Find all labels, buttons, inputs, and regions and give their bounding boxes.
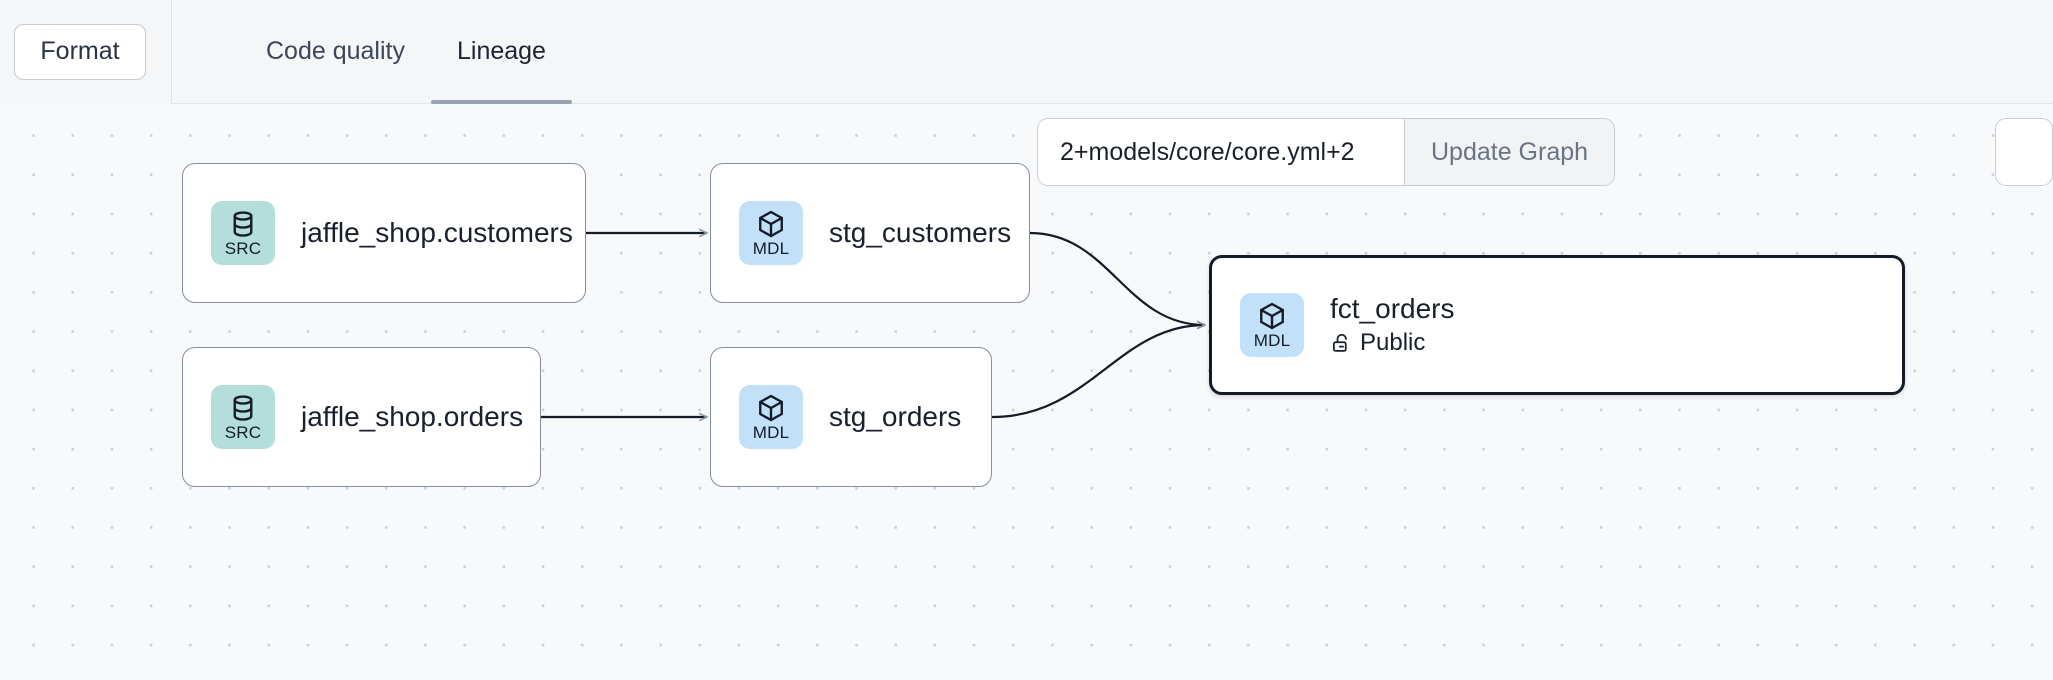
tab-code-quality[interactable]: Code quality [266,37,405,65]
node-title: jaffle_shop.customers [301,216,573,248]
lineage-node-fct-orders[interactable]: MDL fct_orders Public [1209,255,1905,395]
cube-icon [759,394,783,422]
cube-icon [759,210,783,238]
badge-label: MDL [752,239,790,258]
badge-mdl: MDL [1240,293,1304,357]
graph-side-control[interactable] [1995,118,2053,186]
lineage-node-stg-orders[interactable]: MDL stg_orders [710,347,992,487]
tab-bar: Code quality Lineage [172,0,572,104]
badge-mdl: MDL [739,201,803,265]
lineage-node-stg-customers[interactable]: MDL stg_customers [710,163,1030,303]
update-graph-button[interactable]: Update Graph [1404,119,1615,185]
badge-label: MDL [1253,331,1291,350]
badge-label: MDL [752,423,790,442]
node-body: fct_orders Public [1330,293,1455,357]
lineage-node-jaffle-shop-customers[interactable]: SRC jaffle_shop.customers [182,163,586,303]
tab-lineage[interactable]: Lineage [430,0,572,104]
badge-label: SRC [224,423,262,442]
lineage-canvas[interactable]: SRC jaffle_shop.customers MDL stg_custom… [0,104,2053,680]
node-body: jaffle_shop.customers [301,217,573,249]
graph-selector-group: Update Graph [1037,118,1616,186]
node-title: stg_orders [829,400,962,432]
cube-icon [1260,302,1284,330]
node-body: stg_customers [829,217,1011,249]
badge-src: SRC [211,385,275,449]
format-button[interactable]: Format [14,23,146,80]
node-body: stg_orders [829,401,961,433]
edge-stg-customers-to-fct-orders [1029,231,1205,325]
database-icon [233,211,253,237]
lineage-edges [541,104,2053,680]
badge-mdl: MDL [739,385,803,449]
node-visibility: Public [1330,329,1455,357]
node-body: jaffle_shop.orders [301,401,523,433]
graph-selector-input[interactable] [1038,119,1404,185]
badge-label: SRC [224,239,262,258]
node-title: stg_customers [829,216,1012,248]
database-icon [233,395,253,421]
badge-src: SRC [211,201,275,265]
lineage-node-jaffle-shop-orders[interactable]: SRC jaffle_shop.orders [182,347,541,487]
unlock-icon [1332,333,1347,352]
node-title: jaffle_shop.orders [301,400,524,432]
node-title: fct_orders [1330,292,1455,324]
edge-stg-orders-to-fct-orders [991,325,1205,419]
format-zone: Format [0,0,172,104]
node-visibility-label: Public [1360,329,1426,357]
top-toolbar: Format Code quality Lineage [0,0,2053,104]
